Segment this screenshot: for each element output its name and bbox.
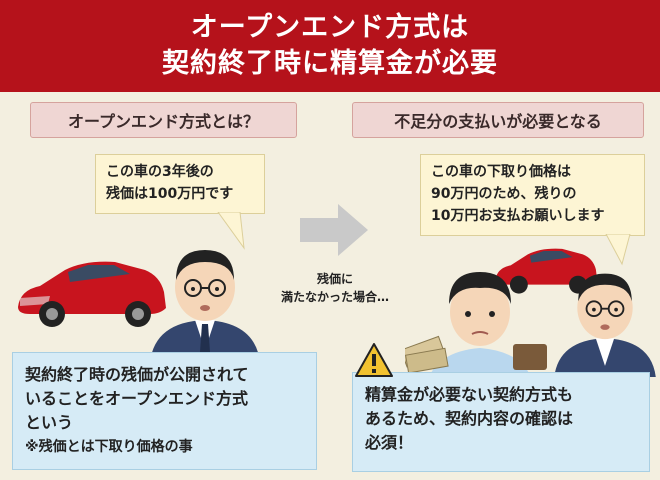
red-car-icon: [18, 261, 166, 327]
left-info-line-3: という: [25, 413, 74, 432]
left-speech-line-2: 残価は100万円です: [106, 186, 234, 202]
right-speech-line-2: 90万円のため、残りの: [431, 186, 577, 202]
left-tag: オープンエンド方式とは？: [30, 102, 297, 138]
right-warning-box: 精算金が必要ない契約方式も あるため、契約内容の確認は 必須！: [352, 372, 650, 472]
left-info-line-1: 契約終了時の残価が公開されて: [25, 365, 249, 384]
left-info-note: ※残価とは下取り価格の事: [25, 439, 193, 455]
right-speech-line-3: 10万円お支払お願いします: [431, 208, 605, 224]
right-speech-bubble: この車の下取り価格は 90万円のため、残りの 10万円お支払お願いします: [420, 154, 645, 236]
right-warning-line-1: 精算金が必要ない契約方式も: [365, 385, 574, 404]
title-line-2: 契約終了時に精算金が必要: [162, 48, 498, 79]
middle-label-line-1: 残価に: [316, 272, 353, 286]
header-banner: オープンエンド方式は 契約終了時に精算金が必要: [0, 0, 660, 92]
middle-label: 残価に 満たなかった場合…: [255, 270, 415, 306]
right-warning-line-2: あるため、契約内容の確認は: [365, 409, 574, 428]
right-speech-line-1: この車の下取り価格は: [431, 164, 571, 180]
left-speech-line-1: この車の3年後の: [106, 164, 214, 180]
speech-tail-icon-right: [605, 234, 631, 266]
customer-icon: [405, 272, 547, 392]
middle-label-line-2: 満たなかった場合…: [280, 290, 389, 304]
left-speech-bubble: この車の3年後の 残価は100万円です: [95, 154, 265, 214]
right-tag: 不足分の支払いが必要となる: [352, 102, 644, 138]
small-red-car-icon: [495, 248, 598, 294]
left-panel: オープンエンド方式とは？ この車の3年後の 残価は100万円です: [0, 92, 330, 480]
right-warning-line-3: 必須！: [365, 433, 414, 452]
left-info-box: 契約終了時の残価が公開されて いることをオープンエンド方式 という ※残価とは下…: [12, 352, 317, 470]
title-line-1: オープンエンド方式は: [190, 12, 470, 43]
warning-icon: [355, 343, 393, 377]
arrow-right-icon: [300, 204, 368, 256]
left-info-line-2: いることをオープンエンド方式: [25, 389, 249, 408]
salesman-icon: [150, 250, 260, 362]
right-panel: 不足分の支払いが必要となる この車の下取り価格は 90万円のため、残りの 10万…: [330, 92, 660, 480]
salesman-icon-right: [554, 273, 656, 377]
speech-tail-icon: [217, 212, 245, 250]
